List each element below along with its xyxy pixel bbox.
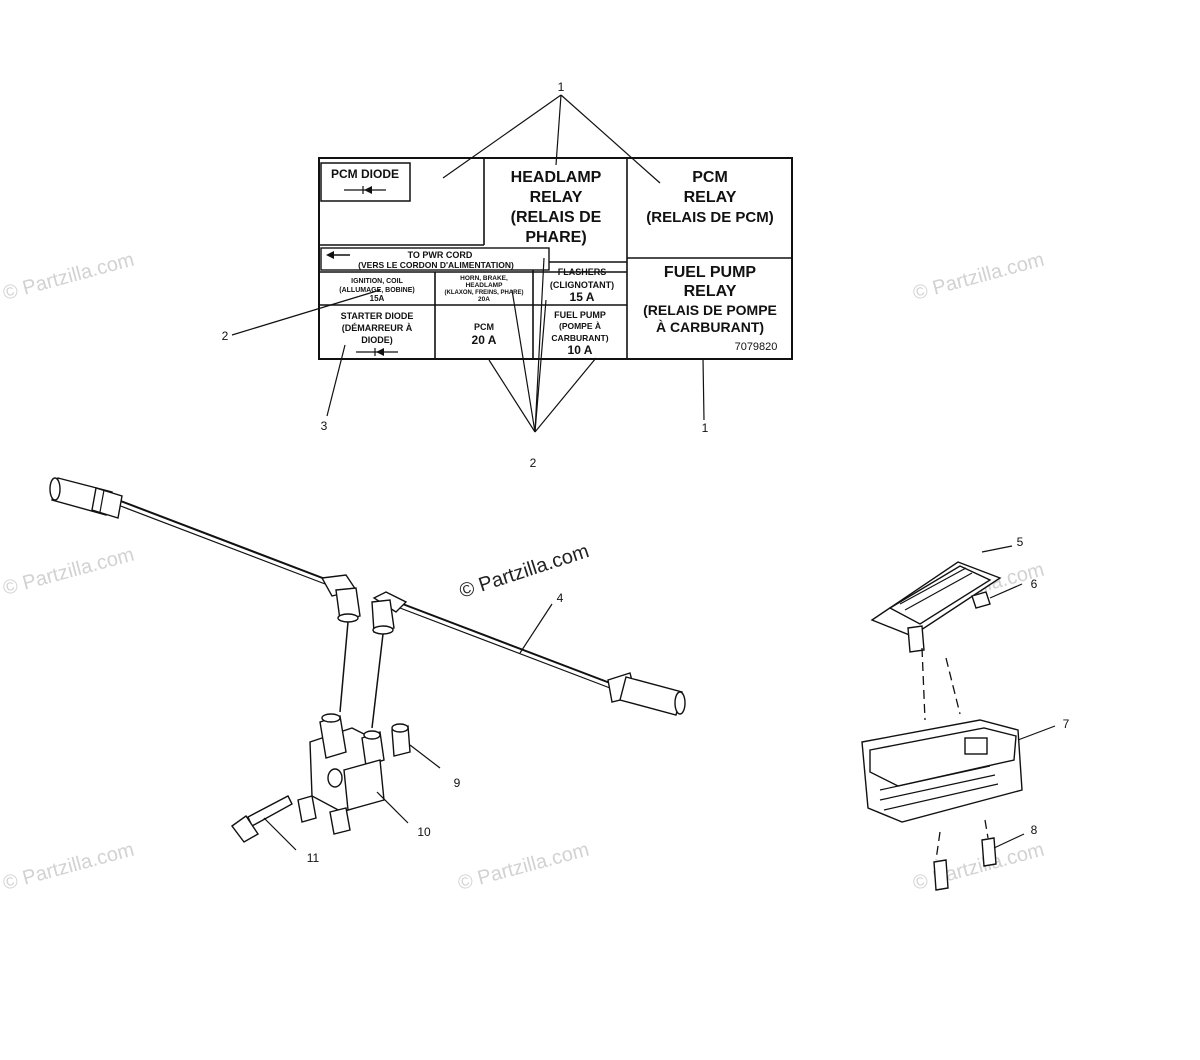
callout-8: 8 — [1031, 823, 1038, 837]
to-pwr-cord-line1: TO PWR CORD — [408, 250, 473, 260]
watermark-text: © Partzilla.com — [1, 544, 137, 600]
starter-diode-line3: DIODE) — [361, 335, 393, 345]
horn-brake-line3: (KLAXON, FREINS, PHARE) — [444, 290, 523, 296]
watermark-text-main: © Partzilla.com — [457, 540, 592, 603]
headlamp-relay-line4: PHARE) — [525, 229, 586, 246]
callout-3: 3 — [321, 419, 328, 433]
starter-diode-line1: STARTER DIODE — [341, 311, 414, 321]
pcm-relay-line2: RELAY — [684, 189, 737, 206]
callout-2-bottom: 2 — [530, 456, 537, 470]
watermark-text: © Partzilla.com — [1, 839, 137, 895]
callout-5: 5 — [1017, 535, 1024, 549]
flashers-line1: FLASHERS — [558, 267, 607, 277]
fuel-pump-fuse-line2: (POMPE À — [559, 321, 601, 331]
pcm-fuse-line2: 20 A — [472, 333, 497, 347]
callout-1-right: 1 — [702, 421, 709, 435]
callout-10: 10 — [417, 825, 431, 839]
callout-6: 6 — [1031, 577, 1038, 591]
to-pwr-cord-line2: (VERS LE CORDON D'ALIMENTATION) — [358, 260, 514, 270]
headlamp-relay-line2: RELAY — [530, 189, 583, 206]
headlamp-relay-line3: (RELAIS DE — [511, 209, 602, 226]
callout-1-top: 1 — [558, 80, 565, 94]
fuel-pump-fuse-line4: 10 A — [568, 343, 593, 357]
fuel-pump-relay-line4: À CARBURANT) — [656, 319, 764, 335]
pcm-relay-line3: (RELAIS DE PCM) — [646, 209, 774, 226]
fuel-pump-fuse-line3: CARBURANT) — [551, 333, 608, 343]
horn-brake-line4: 20A — [478, 296, 490, 303]
horn-brake-line2: HEADLAMP — [466, 282, 503, 289]
fuel-pump-relay-line1: FUEL PUMP — [664, 264, 756, 281]
watermark-text: © Partzilla.com — [911, 249, 1047, 305]
fuel-pump-fuse-line1: FUEL PUMP — [554, 310, 606, 320]
fuel-pump-relay-line2: RELAY — [684, 283, 737, 300]
callout-11: 11 — [307, 851, 320, 865]
callout-4: 4 — [557, 591, 564, 605]
relay-cover-assembly — [861, 545, 1056, 891]
pcm-fuse-line1: PCM — [474, 322, 494, 332]
callout-7: 7 — [1063, 717, 1070, 731]
callout-2-left: 2 — [222, 329, 229, 343]
diode-symbol-icon — [356, 348, 398, 356]
watermark-text: © Partzilla.com — [1, 249, 137, 305]
watermark-text: © Partzilla.com — [911, 839, 1047, 895]
watermark-text: © Partzilla.com — [456, 839, 592, 895]
callout-numbers: 1 2 3 2 1 4 5 6 7 8 9 10 11 — [222, 80, 1070, 865]
wiring-harness — [49, 477, 686, 716]
callout-9: 9 — [454, 776, 461, 790]
headlamp-relay-line1: HEADLAMP — [511, 169, 602, 186]
ignition-coil-line3: 15A — [370, 294, 385, 303]
pcm-diode-label: PCM DIODE — [331, 167, 399, 181]
ignition-coil-line1: IGNITION, COIL — [351, 278, 403, 285]
fuse-relay-decal: PCM DIODE HEADLAMP RELAY (RELAIS DE PHAR… — [318, 157, 793, 360]
horn-brake-line1: HORN, BRAKE, — [460, 275, 508, 282]
flashers-line2: (CLIGNOTANT) — [550, 280, 614, 290]
diode-symbol-icon — [344, 186, 386, 194]
fuel-pump-relay-line3: (RELAIS DE POMPE — [643, 302, 777, 318]
part-number-label: 7079820 — [735, 341, 778, 353]
decal-leader-lines — [231, 94, 705, 433]
ignition-coil-assembly — [231, 621, 441, 851]
starter-diode-line2: (DÉMARREUR À — [342, 323, 413, 333]
pcm-relay-line1: PCM — [692, 169, 728, 186]
flashers-line3: 15 A — [570, 290, 595, 304]
